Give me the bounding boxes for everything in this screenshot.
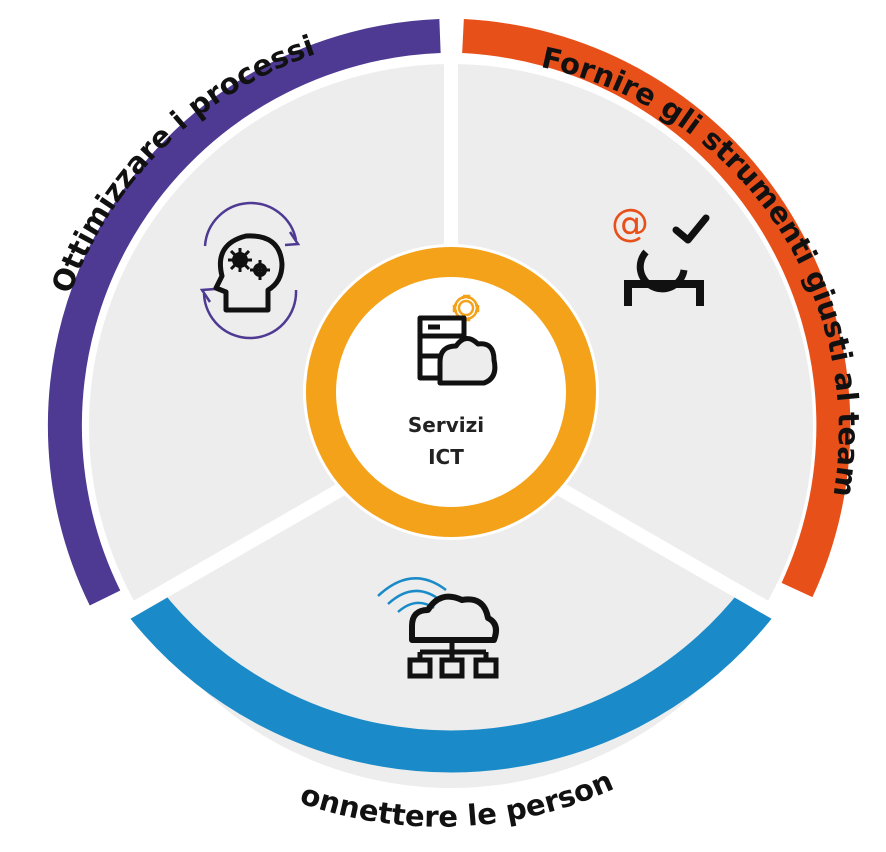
- center-ring: [306, 247, 596, 537]
- center-title-line1: Servizi: [408, 413, 484, 437]
- center-title-line2: ICT: [428, 445, 464, 469]
- cloud-network-wifi-icon: [377, 577, 499, 679]
- center-circle: [303, 244, 599, 540]
- email-checkmark-user-icon: @: [611, 201, 710, 306]
- segment-arc-tools: [462, 19, 851, 598]
- head-gears-cycle-icon: [199, 201, 301, 340]
- server-cloud-gear-icon: [417, 294, 498, 386]
- svg-text:@: @: [611, 201, 649, 245]
- segment-arc-processes: [47, 19, 441, 606]
- segment-arc-connect: [127, 589, 775, 773]
